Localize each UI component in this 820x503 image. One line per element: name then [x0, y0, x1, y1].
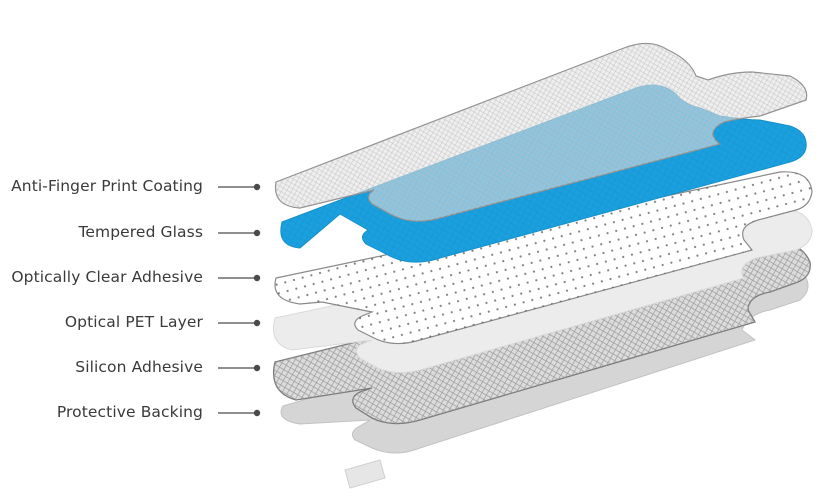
leader-line-optically-clear-adhesive — [218, 274, 261, 282]
leader-line-protective-backing — [218, 409, 261, 417]
label-silicon-adhesive: Silicon Adhesive — [75, 358, 203, 376]
layer-optically-clear-adhesive — [274, 171, 813, 345]
leader-line-optical-pet — [218, 319, 261, 327]
label-anti-finger-print-coating: Anti-Finger Print Coating — [11, 177, 203, 195]
layer-anti-finger-print-coating — [274, 42, 808, 222]
leader-line-silicon-adhesive — [218, 364, 261, 372]
label-optical-pet-layer: Optical PET Layer — [64, 313, 203, 331]
label-tempered-glass: Tempered Glass — [78, 223, 203, 241]
leader-line-tempered-glass — [218, 229, 261, 237]
label-protective-backing: Protective Backing — [56, 403, 203, 421]
label-optically-clear-adhesive: Optically Clear Adhesive — [11, 268, 203, 286]
leader-lines — [218, 183, 261, 417]
leader-line-anti-finger-print — [218, 183, 261, 191]
